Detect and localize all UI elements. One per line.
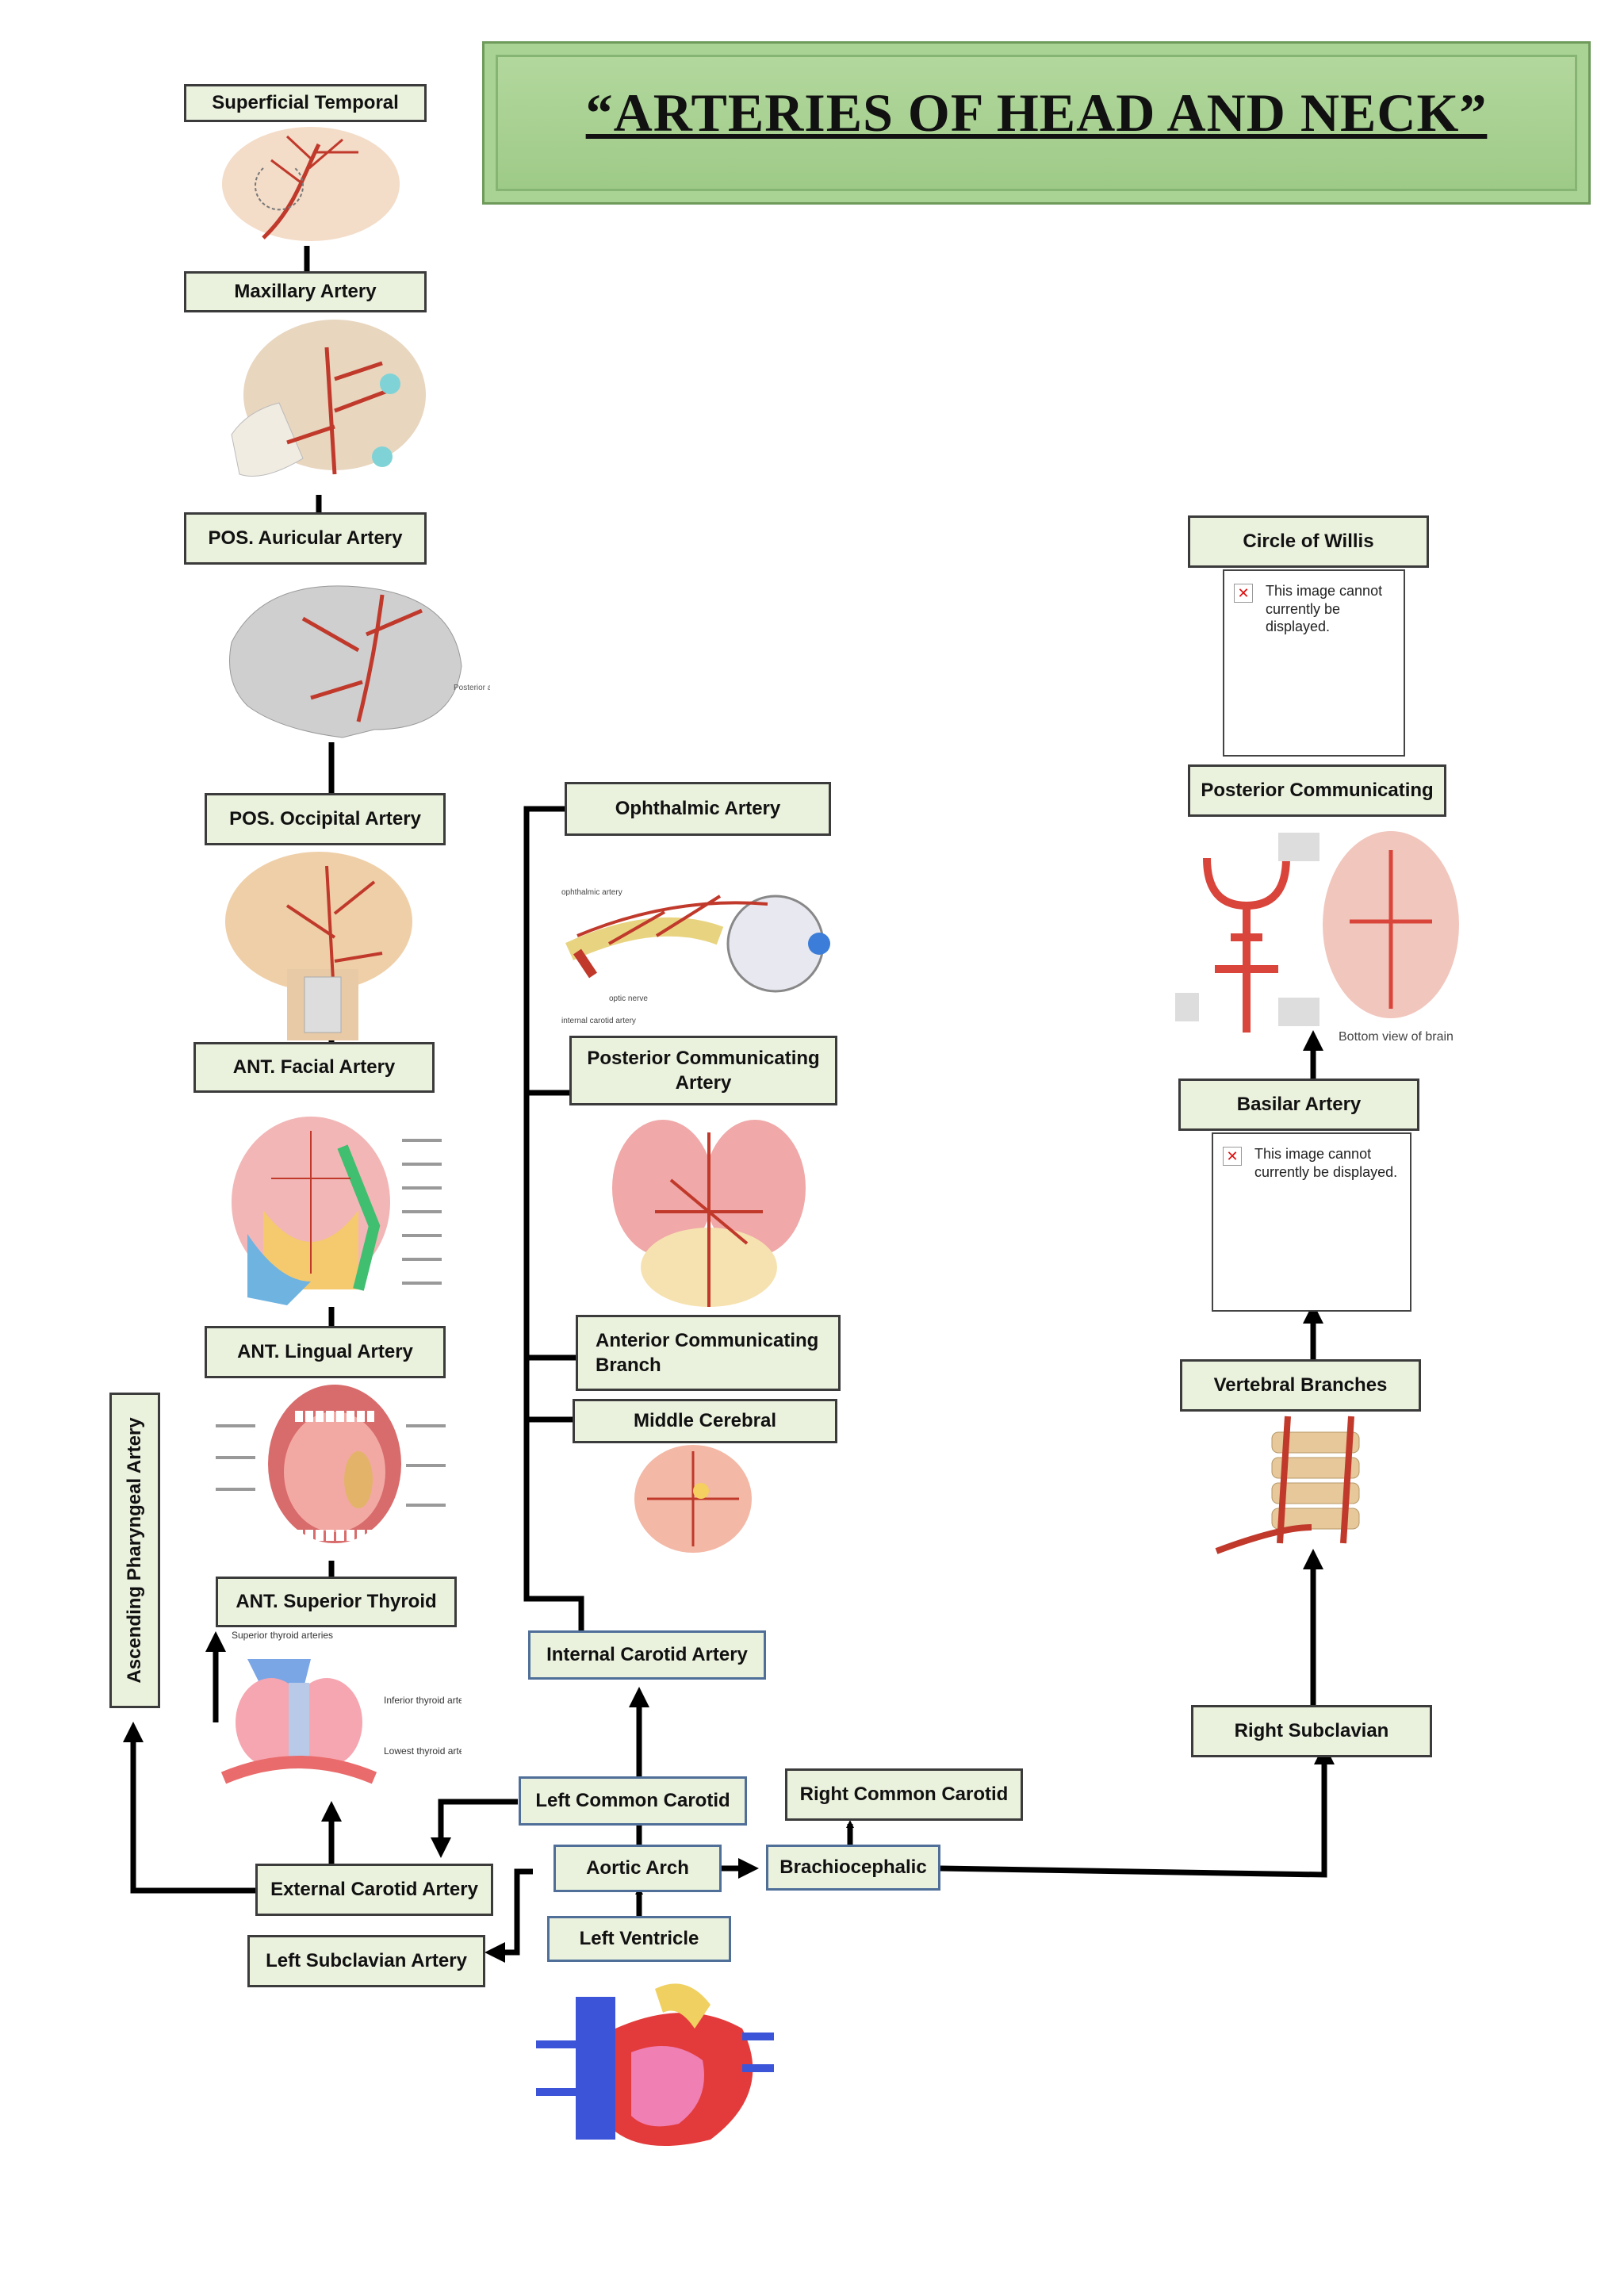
basilar-label: Basilar Artery <box>1178 1079 1419 1131</box>
right-subclavian-label: Right Subclavian <box>1191 1705 1432 1757</box>
thyroid-inferior-caption: Inferior thyroid artery <box>384 1695 462 1706</box>
ant-lingual-label: ANT. Lingual Artery <box>205 1326 446 1378</box>
maxillary-image <box>231 320 426 477</box>
left-common-carotid-label: Left Common Carotid <box>519 1776 747 1826</box>
aortic-arch-label: Aortic Arch <box>553 1845 722 1892</box>
brachiocephalic-label: Brachiocephalic <box>766 1845 940 1891</box>
circle-of-willis-broken-image: ✕ This image cannot currently be display… <box>1223 569 1405 757</box>
pos-occipital-label: POS. Occipital Artery <box>205 793 446 845</box>
posterior-communicating-right-label: Posterior Communicating <box>1188 764 1446 817</box>
ant-facial-image <box>232 1117 442 1305</box>
broken-image-icon: ✕ <box>1223 1147 1242 1166</box>
vertebral-branches-label: Vertebral Branches <box>1180 1359 1421 1412</box>
superficial-temporal-label: Superficial Temporal <box>184 84 427 122</box>
maxillary-label: Maxillary Artery <box>184 271 427 312</box>
middle-cerebral-label: Middle Cerebral <box>573 1399 837 1443</box>
pos-auricular-label: POS. Auricular Artery <box>184 512 427 565</box>
posterior-communicating-mid-label: Posterior Communicating Artery <box>569 1036 837 1105</box>
basilar-broken-text: This image cannot currently be displayed… <box>1254 1146 1398 1180</box>
left-subclavian-label: Left Subclavian Artery <box>247 1935 485 1987</box>
ant-superior-thyroid-label: ANT. Superior Thyroid <box>216 1577 457 1627</box>
page-title: “ARTERIES OF HEAD AND NECK” <box>585 82 1488 143</box>
ophthalmic-label: Ophthalmic Artery <box>565 782 831 836</box>
title-banner: “ARTERIES OF HEAD AND NECK” <box>482 41 1591 205</box>
external-carotid-label: External Carotid Artery <box>255 1864 493 1916</box>
eye-image: ophthalmic artery optic nerve internal c… <box>561 888 830 1025</box>
middle-cerebral-image <box>634 1445 752 1553</box>
circle-of-willis-image: Bottom view of brain <box>1175 831 1459 1044</box>
brain-base-image <box>612 1120 806 1307</box>
pos-occipital-image <box>225 852 412 1040</box>
broken-image-icon: ✕ <box>1234 584 1253 603</box>
eye-ica-caption: internal carotid artery <box>561 1017 636 1025</box>
pos-auricular-image: Posterior auricular artery <box>229 585 490 738</box>
circle-broken-text: This image cannot currently be displayed… <box>1266 583 1383 634</box>
eye-optic-caption: optic nerve <box>609 994 648 1003</box>
thyroid-image: Superior thyroid arteries Inferior thyro… <box>220 1630 462 1784</box>
thyroid-lowest-caption: Lowest thyroid artery <box>384 1745 462 1757</box>
ant-lingual-image <box>216 1385 446 1543</box>
auricular-note-text: Posterior auricular artery <box>454 684 490 692</box>
circle-of-willis-label: Circle of Willis <box>1188 515 1429 568</box>
ant-facial-label: ANT. Facial Artery <box>193 1042 435 1093</box>
brain-bottom-caption: Bottom view of brain <box>1339 1030 1454 1044</box>
superficial-temporal-image <box>222 127 400 241</box>
basilar-broken-image: ✕ This image cannot currently be display… <box>1212 1132 1411 1312</box>
vertebral-image <box>1215 1416 1360 1554</box>
left-ventricle-label: Left Ventricle <box>547 1916 731 1962</box>
ascending-pharyngeal-text: Ascending Pharyngeal Artery <box>124 1417 145 1684</box>
eye-ophthalmic-caption: ophthalmic artery <box>561 888 622 897</box>
ascending-pharyngeal-label: Ascending Pharyngeal Artery <box>109 1393 160 1708</box>
right-common-carotid-label: Right Common Carotid <box>785 1768 1023 1821</box>
anterior-communicating-label: Anterior Communicating Branch <box>576 1315 841 1391</box>
thyroid-top-caption: Superior thyroid arteries <box>232 1630 333 1641</box>
heart-image <box>536 1983 774 2146</box>
internal-carotid-label: Internal Carotid Artery <box>528 1630 766 1680</box>
